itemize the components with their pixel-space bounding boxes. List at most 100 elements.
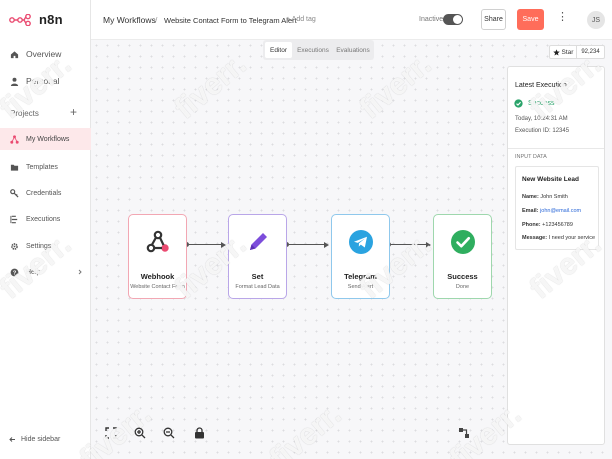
breadcrumb-separator: / (155, 15, 158, 25)
field-name: Name: John Smith (522, 194, 568, 200)
add-tag-button[interactable]: + Add tag (286, 16, 316, 23)
connection-line (289, 244, 324, 245)
status-badge: Success (514, 99, 554, 108)
projects-label: Projects (10, 109, 39, 118)
lock-button[interactable] (187, 421, 211, 445)
sidebar-item-label: Overview (26, 49, 62, 59)
node-title: Success (447, 272, 478, 281)
help-icon: ? (10, 268, 19, 276)
card-title: New Website Lead (522, 176, 579, 183)
hide-sidebar-label: Hide sidebar (21, 436, 61, 443)
star-icon (552, 48, 560, 56)
panel-title: Latest Execution (515, 82, 567, 89)
app-name: n8n (39, 12, 63, 27)
field-key: Email: (522, 208, 539, 214)
home-icon (10, 50, 19, 58)
sidebar-item-executions[interactable]: Executions (0, 208, 91, 230)
connection-arrow (324, 241, 329, 248)
chevron-right-icon (79, 269, 83, 275)
zoom-out-icon (163, 427, 175, 439)
templates-icon (10, 164, 19, 171)
node-subtitle: Format Lead Data (235, 284, 280, 290)
hide-sidebar-button[interactable]: Hide sidebar (9, 436, 60, 443)
tidy-up-icon (459, 428, 469, 438)
node-webhook[interactable]: Webhook Website Contact Form (128, 214, 187, 299)
gear-icon (11, 242, 18, 250)
key-icon (10, 188, 19, 198)
sidebar-item-help[interactable]: ? Help (0, 261, 91, 283)
sidebar-item-templates[interactable]: Templates (0, 156, 91, 178)
sidebar-item-overview[interactable]: Overview (0, 43, 91, 65)
input-data-label: INPUT DATA (515, 154, 547, 160)
execution-time: Today, 10:24:31 AM (515, 116, 568, 122)
field-key: Name: (522, 194, 539, 200)
star-count[interactable]: 92,234 (577, 45, 605, 59)
lock-icon (194, 427, 204, 439)
execution-panel: Latest Execution Success Today, 10:24:31… (507, 66, 605, 445)
github-star-button[interactable]: Star (549, 45, 577, 59)
zoom-in-icon (134, 427, 146, 439)
save-button[interactable]: Save (517, 9, 544, 30)
status-text: Success (528, 100, 555, 107)
workflow-name[interactable]: Website Contact Form to Telegram Alert (164, 16, 297, 25)
fit-view-button[interactable] (99, 421, 123, 445)
field-message: Message: I need your service (522, 235, 595, 241)
logo[interactable]: n8n (9, 12, 63, 27)
sidebar-item-settings[interactable]: Settings (0, 235, 91, 257)
sidebar-item-label: Templates (26, 163, 58, 171)
executions-icon (10, 215, 18, 223)
tidy-up-button[interactable] (452, 421, 476, 445)
node-set[interactable]: Set Format Lead Data (228, 214, 287, 299)
sidebar: n8n Overview Personal Projects + My Work… (0, 0, 91, 459)
node-title: Set (251, 272, 264, 281)
field-value: +123456789 (542, 222, 573, 228)
pencil-icon (249, 233, 267, 250)
node-success[interactable]: Success Done (433, 214, 492, 299)
zoom-in-button[interactable] (128, 421, 152, 445)
success-icon (514, 99, 523, 108)
sidebar-item-personal[interactable]: Personal (0, 70, 91, 92)
field-value: John Smith (540, 194, 568, 200)
divider (508, 148, 604, 149)
connection-line (189, 244, 221, 245)
sidebar-item-my-workflows[interactable]: My Workflows (0, 128, 91, 150)
active-toggle[interactable] (443, 14, 463, 25)
connection-arrow (221, 241, 226, 248)
avatar[interactable]: JS (587, 11, 605, 29)
add-project-button[interactable]: + (70, 105, 78, 119)
n8n-logo-icon (9, 13, 31, 26)
sidebar-item-label: Credentials (26, 189, 62, 197)
telegram-icon (348, 230, 373, 254)
node-title: Telegram (344, 272, 377, 281)
connection-line (391, 244, 426, 245)
execution-id: Execution ID: 12345 (515, 128, 570, 134)
check-icon (450, 230, 475, 254)
user-icon (10, 77, 19, 86)
editor-tabs: Editor Executions Evaluations (263, 40, 374, 60)
tab-evaluations[interactable]: Evaluations (336, 46, 370, 54)
node-subtitle: Done (455, 284, 470, 290)
sidebar-item-label: My Workflows (26, 135, 70, 143)
sidebar-item-label: Personal (26, 76, 60, 86)
sidebar-item-label: Settings (26, 242, 52, 250)
zoom-out-button[interactable] (157, 421, 181, 445)
email-link[interactable]: john@email.com (540, 208, 582, 214)
tab-executions[interactable]: Executions (297, 46, 329, 54)
node-subtitle: Website Contact Form (130, 284, 185, 290)
status-label: Inactive (419, 16, 444, 23)
field-value: I need your service (548, 235, 596, 241)
field-email: Email: john@email.com (522, 208, 581, 214)
sidebar-item-credentials[interactable]: Credentials (0, 182, 91, 204)
tab-editor[interactable]: Editor (265, 42, 292, 58)
node-telegram[interactable]: Telegram Send Alert (331, 214, 390, 299)
share-button[interactable]: Share (481, 9, 506, 30)
sidebar-item-label: Help (26, 268, 41, 276)
svg-text:?: ? (13, 270, 17, 276)
webhook-icon (146, 230, 169, 253)
more-options-button[interactable]: ⋮ (557, 11, 568, 23)
breadcrumb-parent[interactable]: My Workflows (103, 15, 156, 25)
sidebar-item-label: Executions (26, 215, 61, 223)
node-title: Webhook (140, 272, 175, 281)
connection-arrow (426, 241, 431, 248)
node-subtitle: Send Alert (347, 284, 374, 290)
